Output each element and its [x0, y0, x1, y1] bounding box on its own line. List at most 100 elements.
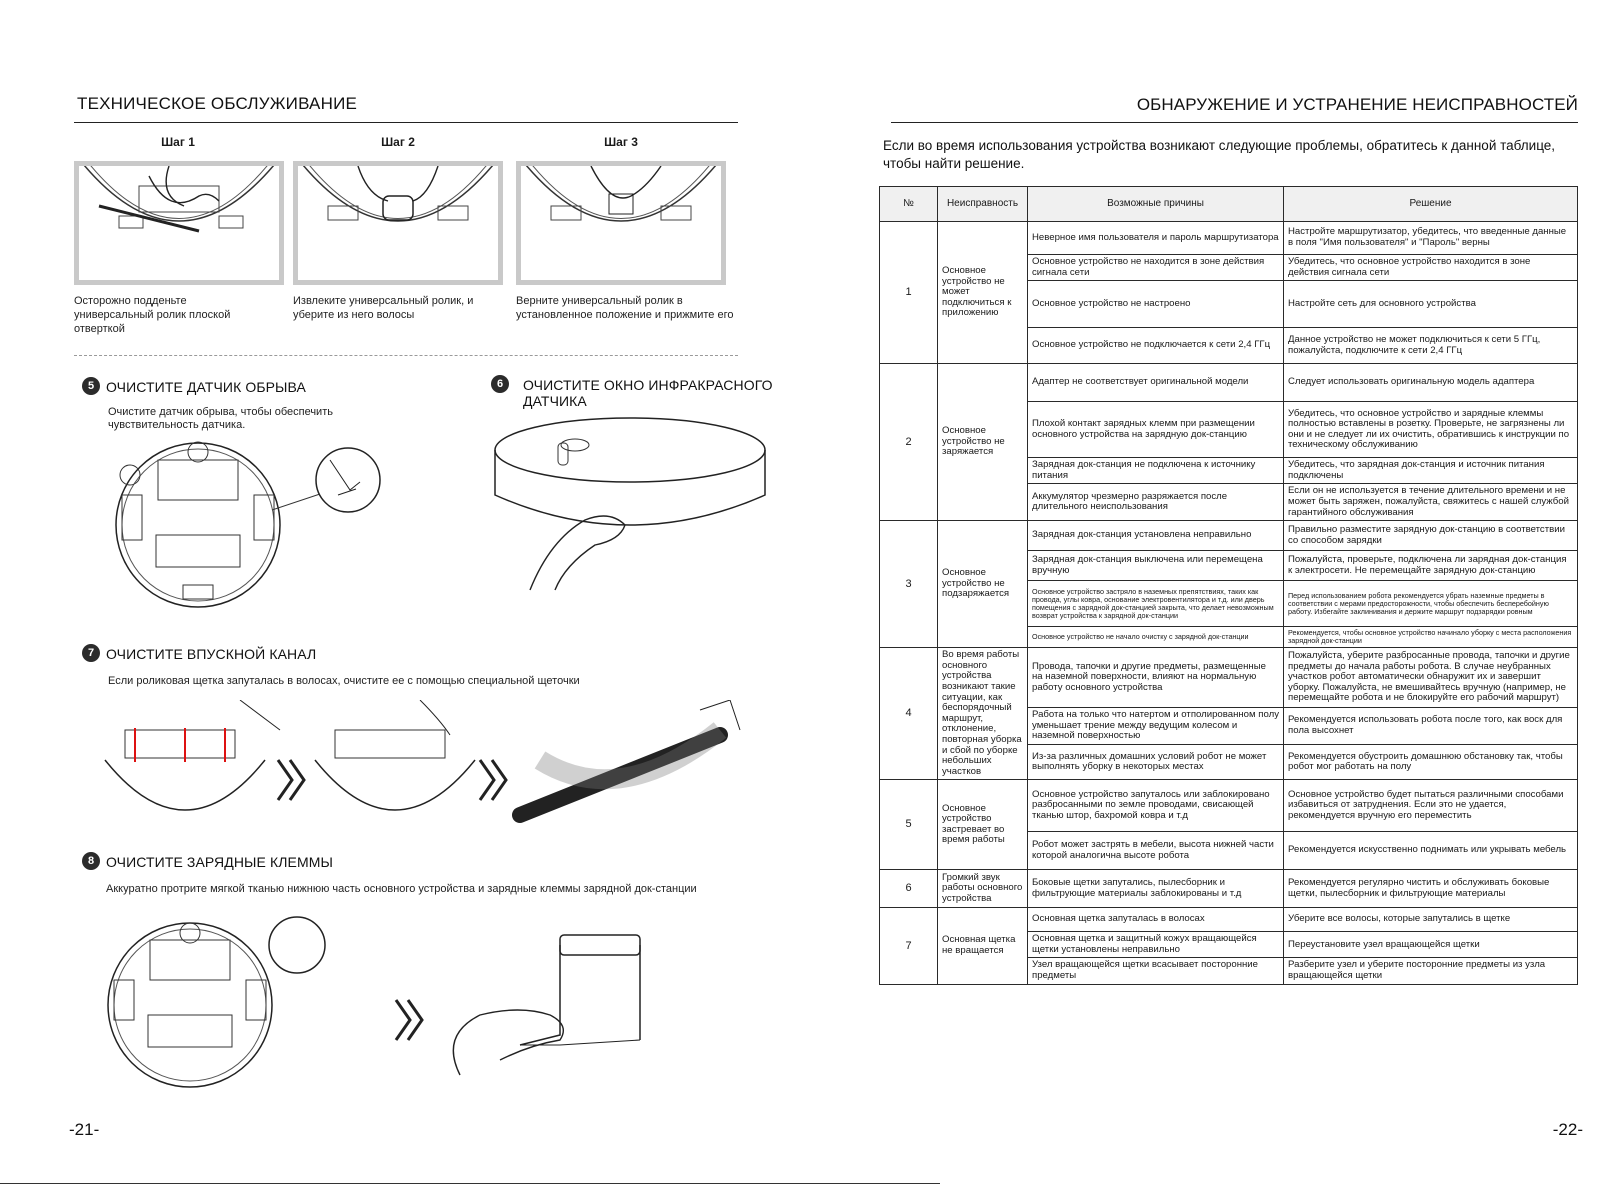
section-7-title: ОЧИСТИТЕ ВПУСКНОЙ КАНАЛ — [106, 646, 317, 662]
cause-cell: Основное устройство не находится в зоне … — [1027, 253, 1284, 282]
row-number: 2 — [879, 363, 938, 522]
cause-cell: Робот может застрять в мебели, высота ни… — [1027, 831, 1284, 871]
page-title-troubleshooting: ОБНАРУЖЕНИЕ И УСТРАНЕНИЕ НЕИСПРАВНОСТЕЙ — [1136, 95, 1578, 114]
section-8-title: ОЧИСТИТЕ ЗАРЯДНЫЕ КЛЕММЫ — [106, 854, 333, 870]
cliff-sensor-illustration — [108, 440, 398, 620]
section-5-desc: Очистите датчик обрыва, чтобы обеспечить… — [108, 406, 333, 431]
solution-cell: Рекомендуется использовать робота после … — [1283, 706, 1578, 746]
cause-cell: Основное устройство запуталось или забло… — [1027, 779, 1284, 833]
step-3-caption: Верните универсальный ролик в установлен… — [516, 295, 734, 321]
cause-cell: Работа на только что натертом и отполиро… — [1027, 706, 1284, 746]
solution-cell: Пожалуйста, уберите разбросанные провода… — [1283, 647, 1578, 708]
cause-cell: Плохой контакт зарядных клемм при размещ… — [1027, 401, 1284, 459]
col-header-solution: Решение — [1283, 186, 1578, 222]
cause-cell: Адаптер не соответствует оригинальной мо… — [1027, 363, 1284, 403]
cause-cell: Зарядная док-станция не подключена к ист… — [1027, 457, 1284, 485]
cause-cell: Основная щетка и защитный кожух вращающе… — [1027, 931, 1284, 959]
solution-cell: Правильно разместите зарядную док-станци… — [1283, 520, 1578, 552]
section-8-number: 8 — [82, 852, 100, 870]
solution-cell: Данное устройство не может подключиться … — [1283, 327, 1578, 365]
solution-cell: Рекомендуется, чтобы основное устройство… — [1283, 626, 1578, 649]
row-number: 1 — [879, 220, 938, 365]
solution-cell: Разберите узел и уберите посторонние пре… — [1283, 957, 1578, 985]
cause-cell: Из-за различных домашних условий робот н… — [1027, 744, 1284, 781]
troubleshooting-intro: Если во время использования устройства в… — [883, 138, 1556, 171]
left-page: ТЕХНИЧЕСКОЕ ОБСЛУЖИВАНИЕ Шаг 1 Шаг 2 Шаг… — [0, 0, 807, 1191]
page-number-right: -22- — [1552, 1120, 1583, 1139]
table-row: Из-за различных домашних условий робот н… — [880, 744, 1578, 781]
solution-cell: Убедитесь, что основное устройство и зар… — [1283, 401, 1578, 459]
solution-cell: Если он не используется в течение длител… — [1283, 483, 1578, 522]
fault-cell: Основное устройство не заряжается — [937, 363, 1028, 522]
section-6-title: ОЧИСТИТЕ ОКНО ИНФРАКРАСНОГО ДАТЧИКА — [523, 377, 773, 409]
right-page: ОБНАРУЖЕНИЕ И УСТРАНЕНИЕ НЕИСПРАВНОСТЕЙ … — [807, 0, 1615, 1191]
section-8-desc: Аккуратно протрите мягкой тканью нижнюю … — [106, 883, 697, 895]
table-header-row: № Неисправность Возможные причины Решени… — [879, 186, 1578, 222]
section-divider — [74, 355, 738, 356]
table-row: Зарядная док-станция не подключена к ист… — [880, 457, 1578, 485]
solution-cell: Уберите все волосы, которые запутались в… — [1283, 907, 1578, 933]
row-number: 4 — [879, 647, 938, 781]
step-2-label: Шаг 2 — [381, 135, 415, 149]
solution-cell: Убедитесь, что основное устройство наход… — [1283, 253, 1578, 282]
cause-cell: Основное устройство не настроено — [1027, 280, 1284, 329]
table-row: Основное устройство не находится в зоне … — [880, 253, 1578, 282]
col-header-num: № — [879, 186, 938, 222]
solution-cell: Настройте сеть для основного устройства — [1283, 280, 1578, 329]
page-number-left: -21- — [69, 1120, 100, 1139]
step-3-label: Шаг 3 — [604, 135, 638, 149]
table-row: Работа на только что натертом и отполиро… — [880, 706, 1578, 746]
cause-cell: Аккумулятор чрезмерно разряжается после … — [1027, 483, 1284, 522]
table-row: Основное устройство не начало очистку с … — [880, 626, 1578, 649]
section-7-desc: Если роликовая щетка запуталась в волоса… — [108, 675, 580, 687]
fault-cell: Основная щетка не вращается — [937, 907, 1028, 985]
table-row: Основная щетка и защитный кожух вращающе… — [880, 931, 1578, 959]
solution-cell: Убедитесь, что зарядная док-станция и ис… — [1283, 457, 1578, 485]
step-2-illustration — [293, 161, 503, 285]
solution-cell: Основное устройство будет пытаться разли… — [1283, 779, 1578, 833]
ir-window-illustration — [490, 415, 770, 600]
solution-cell: Рекомендуется искусственно поднимать или… — [1283, 831, 1578, 871]
cause-cell: Основное устройство не подключается к се… — [1027, 327, 1284, 365]
table-row: Основное устройство не подключается к се… — [880, 327, 1578, 365]
step-2-caption: Извлеките универсальный ролик, и уберите… — [293, 295, 474, 321]
section-5-title: ОЧИСТИТЕ ДАТЧИК ОБРЫВА — [106, 379, 306, 395]
table-row: Аккумулятор чрезмерно разряжается после … — [880, 483, 1578, 522]
troubleshooting-table: № Неисправность Возможные причины Решени… — [879, 186, 1578, 985]
cause-cell: Боковые щетки запутались, пылесборник и … — [1027, 869, 1284, 909]
fault-cell: Основное устройство не может подключитьс… — [937, 220, 1028, 365]
title-divider-right — [891, 122, 1578, 123]
fault-cell: Громкий звук работы основного устройства — [937, 869, 1028, 909]
charging-terminals-illustration — [100, 905, 680, 1095]
row-number: 6 — [879, 869, 938, 909]
step-3-illustration — [516, 161, 726, 285]
row-number: 3 — [879, 520, 938, 649]
step-1-illustration — [74, 161, 284, 285]
solution-cell: Переустановите узел вращающейся щетки — [1283, 931, 1578, 959]
bottom-rule — [0, 1183, 940, 1184]
intake-channel-illustration — [100, 699, 760, 840]
step-1-caption: Осторожно подденьте универсальный ролик … — [74, 295, 231, 335]
cause-cell: Неверное имя пользователя и пароль маршр… — [1027, 221, 1284, 255]
section-7-number: 7 — [82, 644, 100, 662]
cause-cell: Зарядная док-станция установлена неправи… — [1027, 520, 1284, 552]
title-divider — [74, 122, 738, 123]
solution-cell: Пожалуйста, проверьте, подключена ли зар… — [1283, 550, 1578, 582]
cause-cell: Зарядная док-станция выключена или перем… — [1027, 550, 1284, 582]
solution-cell: Перед использованием робота рекомендуетс… — [1283, 580, 1578, 628]
section-6-number: 6 — [491, 375, 509, 393]
row-number: 7 — [879, 907, 938, 985]
cause-cell: Основное устройство не начало очистку с … — [1027, 626, 1284, 649]
fault-cell: Во время работы основного устройства воз… — [937, 647, 1028, 781]
cause-cell: Основное устройство застряло в наземных … — [1027, 580, 1284, 628]
solution-cell: Следует использовать оригинальную модель… — [1283, 363, 1578, 403]
solution-cell: Настройте маршрутизатор, убедитесь, что … — [1283, 221, 1578, 255]
cause-cell: Провода, тапочки и другие предметы, разм… — [1027, 647, 1284, 708]
step-1-label: Шаг 1 — [161, 135, 195, 149]
